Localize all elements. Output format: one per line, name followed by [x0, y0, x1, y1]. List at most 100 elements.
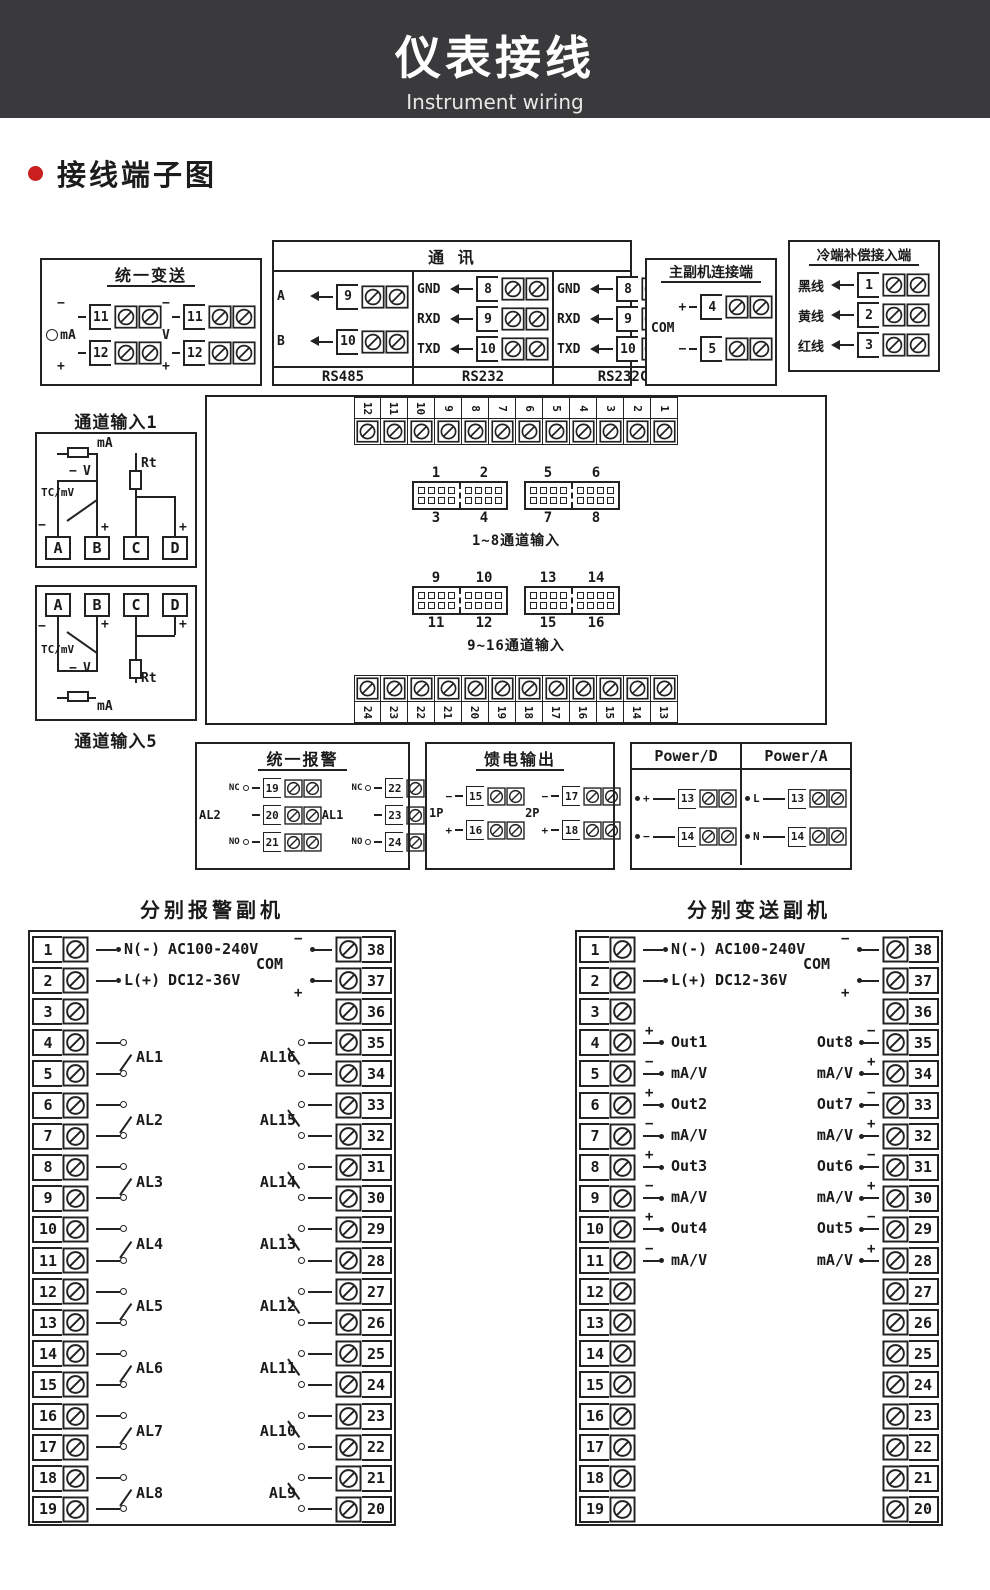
resistor-icon	[67, 691, 89, 702]
minus-sign: −	[867, 1209, 876, 1226]
screw-terminal-icon	[335, 936, 362, 963]
screw-terminal-icon	[335, 1216, 362, 1243]
terminal-number: 35	[362, 1029, 392, 1057]
screw-terminal-icon	[882, 936, 909, 963]
terminal-number: 9	[32, 1184, 62, 1212]
port-c: C	[123, 536, 149, 560]
contact-circle-icon	[120, 1069, 127, 1077]
terminal-row: 1	[579, 936, 636, 963]
wire	[96, 1072, 120, 1075]
screw-terminal-icon	[62, 936, 89, 963]
terminal-number: 31	[362, 1153, 392, 1181]
terminal-number: 37	[909, 967, 939, 995]
strip-terminal: 6	[516, 397, 543, 445]
screw-terminal-icon	[62, 1185, 89, 1212]
wire	[308, 1446, 332, 1449]
strip-number-cell: 19	[489, 701, 515, 722]
communication-title: 通 讯	[274, 242, 630, 272]
strip-number: 20	[468, 705, 482, 719]
plus-sign: +	[645, 1209, 654, 1226]
terminal-number: 14	[788, 826, 806, 847]
screw-terminal-icon	[62, 1496, 89, 1523]
signal-label: RXD	[417, 311, 441, 327]
strip-terminal: 7	[489, 397, 516, 445]
wire	[861, 1228, 879, 1231]
screw-terminal-icon	[609, 1278, 636, 1305]
terminal-row: +4	[678, 294, 773, 320]
strip-number-cell: 3	[597, 398, 623, 419]
power-a-title: Power/A	[740, 744, 850, 768]
screw-terminal-icon	[62, 1340, 89, 1367]
screw-terminal-icon	[609, 998, 636, 1025]
wire	[135, 617, 137, 683]
terminal-number: 32	[909, 1122, 939, 1150]
terminal-number: 1	[857, 272, 879, 298]
terminal-row: 28	[335, 1247, 392, 1274]
strip-terminal: 10	[408, 397, 435, 445]
screw-terminal-icon	[208, 305, 256, 329]
strip-screw-cell	[544, 676, 568, 701]
wire	[308, 1383, 332, 1386]
mav-label: mA/V	[671, 1063, 708, 1082]
terminal-number: 13	[678, 788, 696, 809]
alarm-relay-label: AL10	[259, 1421, 296, 1440]
screw-terminal-icon	[609, 1185, 636, 1212]
wire-line	[652, 797, 675, 800]
terminal-row: 21	[335, 1464, 392, 1492]
plus-sign: +	[101, 617, 109, 632]
terminal-row: 15	[32, 1371, 89, 1399]
alarm-relay-label: AL9	[268, 1483, 296, 1502]
strip-terminal: 22	[408, 675, 435, 723]
screw-terminal-icon	[609, 1340, 636, 1367]
terminal-row: 7	[32, 1122, 89, 1150]
terminal-row: 24	[882, 1371, 939, 1399]
terminal-row: 4	[579, 1029, 636, 1057]
terminal-row: 35	[882, 1029, 939, 1057]
pin-icon	[577, 592, 584, 599]
cold-junction-title-text: 冷端补偿接入端	[808, 248, 920, 266]
plus-sign: +	[867, 1240, 876, 1257]
terminal-number: 6	[32, 1091, 62, 1119]
wire	[308, 1290, 332, 1293]
pin-icon	[485, 592, 492, 599]
screw-terminal-icon	[609, 1154, 636, 1181]
wire	[643, 979, 663, 982]
mav-label: mA/V	[816, 1188, 853, 1207]
contact-tag: NC	[228, 783, 240, 793]
interface-name: RS232	[461, 369, 505, 385]
wire	[96, 617, 98, 672]
alarm-relay-label: AL14	[259, 1172, 296, 1191]
power-d-column: +13−14	[632, 770, 740, 865]
terminal-row: −5	[678, 336, 773, 362]
screw-terminal-icon	[882, 1216, 909, 1243]
wire	[119, 1178, 133, 1196]
wire-line	[762, 835, 785, 838]
junction-dot	[745, 834, 750, 839]
wire-line	[762, 797, 785, 800]
pin-icon	[418, 592, 425, 599]
terminal-number: 33	[362, 1091, 392, 1119]
strip-number: 23	[387, 705, 401, 719]
terminal-number: 18	[32, 1464, 62, 1492]
terminal-number: 7	[579, 1122, 609, 1150]
port-a: A	[45, 593, 71, 617]
screw-terminal-icon	[463, 420, 487, 443]
screw-terminal-icon	[583, 820, 621, 840]
wire	[174, 617, 176, 635]
master-slave-title-text: 主副机连接端	[661, 265, 761, 283]
screw-terminal-icon	[284, 778, 322, 798]
plus-sign: +	[645, 1022, 654, 1039]
com-label: COM	[256, 954, 284, 973]
terminal-number: 30	[909, 1184, 939, 1212]
